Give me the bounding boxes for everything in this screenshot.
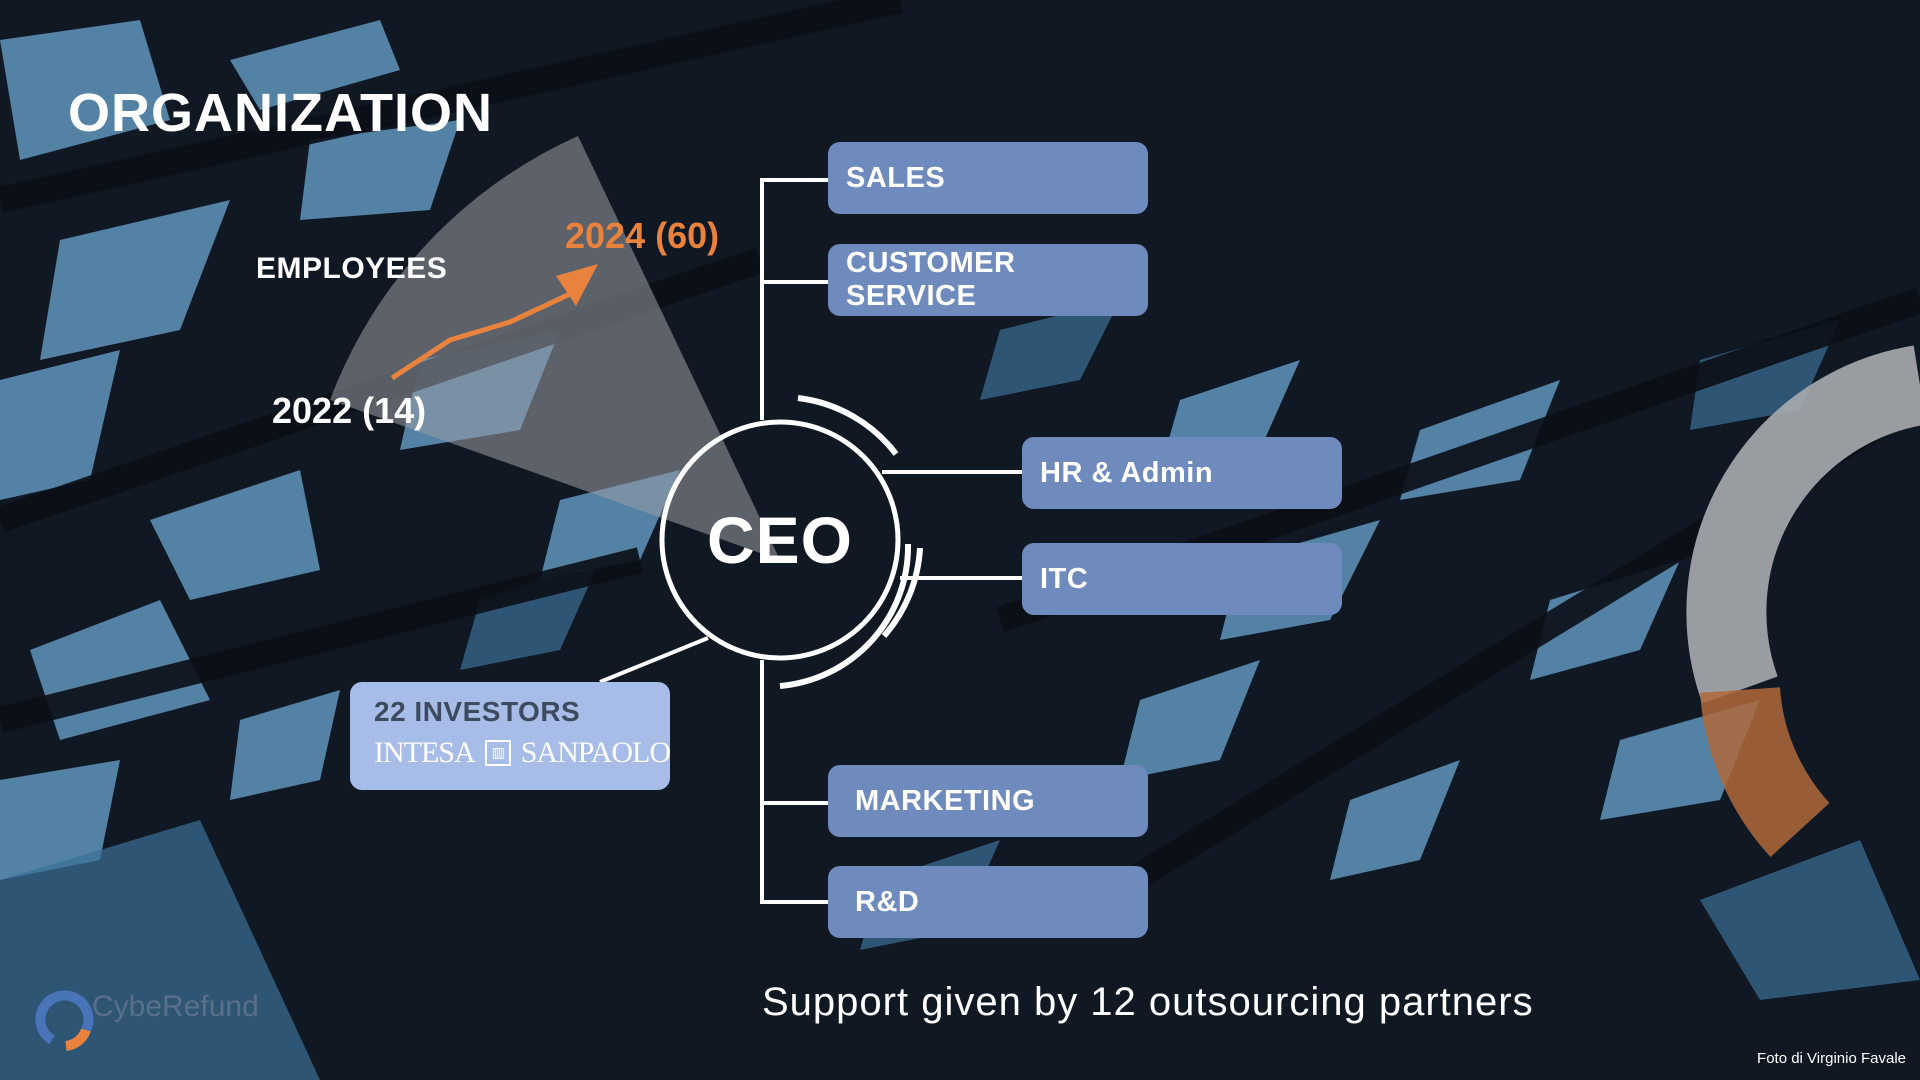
dept-hr-admin-box: HR & Admin [1022, 437, 1342, 509]
dept-sales-box: SALES [828, 142, 1148, 214]
dept-marketing-box: MARKETING [828, 765, 1148, 837]
support-note: Support given by 12 outsourcing partners [762, 980, 1534, 1025]
dept-rnd-box: R&D [828, 866, 1148, 938]
dept-sales-label: SALES [846, 162, 945, 195]
employees-end-value: 2024 (60) [565, 215, 719, 257]
bank-name-right: SANPAOLO [521, 736, 670, 770]
investors-box: 22 INVESTORS INTESA ▥ SANPAOLO [350, 682, 670, 790]
bank-name-left: INTESA [374, 736, 475, 770]
dept-customer-service-box: CUSTOMER SERVICE [828, 244, 1148, 316]
employees-label: EMPLOYEES [256, 252, 447, 286]
bank-logo: INTESA ▥ SANPAOLO [374, 736, 670, 770]
dept-hr-admin-label: HR & Admin [1040, 457, 1213, 490]
brand-name: CybeRefund [92, 990, 259, 1024]
investors-label: 22 INVESTORS [374, 696, 670, 728]
bank-emblem-icon: ▥ [485, 740, 511, 766]
dept-itc-label: ITC [1040, 563, 1088, 596]
ceo-node: CEO [660, 420, 900, 660]
dept-marketing-label: MARKETING [855, 785, 1035, 818]
dept-itc-box: ITC [1022, 543, 1342, 615]
photo-credit: Foto di Virginio Favale [1757, 1050, 1906, 1067]
slide-title: ORGANIZATION [68, 82, 493, 144]
dept-rnd-label: R&D [855, 886, 919, 919]
employees-start-value: 2022 (14) [272, 390, 426, 432]
brand-logo: CybeRefund [38, 990, 259, 1024]
dept-customer-service-label: CUSTOMER SERVICE [846, 247, 1148, 313]
